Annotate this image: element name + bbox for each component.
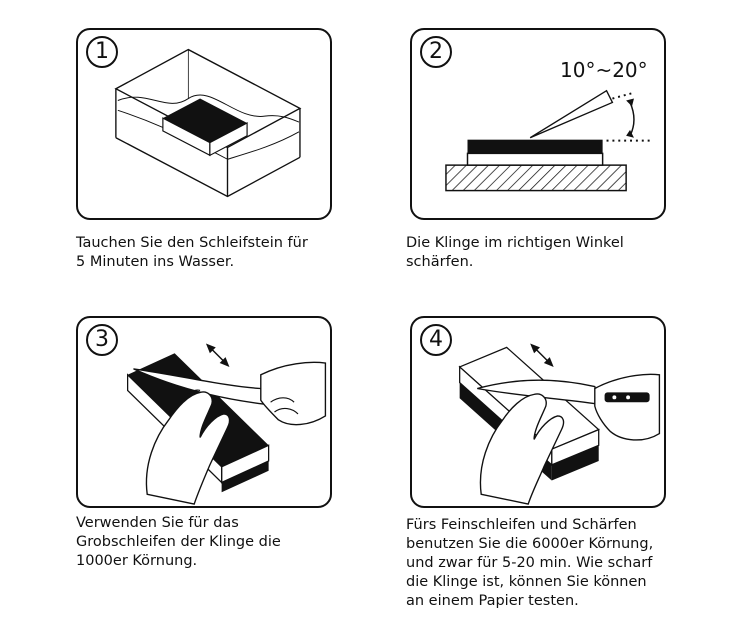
soak-stone-illustration	[114, 48, 302, 198]
coarse-grinding-illustration	[126, 343, 327, 505]
step-3-number: 3	[86, 324, 118, 356]
step-3-panel: 3	[76, 316, 332, 508]
step-1-number: 1	[86, 36, 118, 68]
fine-grinding-illustration	[458, 343, 661, 505]
step-2-panel: 2 10°~20°	[410, 28, 666, 220]
step-2-number: 2	[420, 36, 452, 68]
step-3-caption: Verwenden Sie für das Grobschleifen der …	[76, 515, 281, 569]
angle-label: 10°~20°	[560, 58, 648, 82]
step-1-panel: 1	[76, 28, 332, 220]
step-4-number: 4	[420, 324, 452, 356]
step-2-caption: Die Klinge im richtigen Winkel schärfen.	[406, 235, 624, 270]
step-1-caption: Tauchen Sie den Schleifstein für 5 Minut…	[76, 235, 308, 270]
sharpening-angle-illustration	[445, 89, 654, 192]
step-4-caption: Fürs Feinschleifen und Schärfen benutzen…	[406, 517, 654, 609]
step-4-panel: 4	[410, 316, 666, 508]
